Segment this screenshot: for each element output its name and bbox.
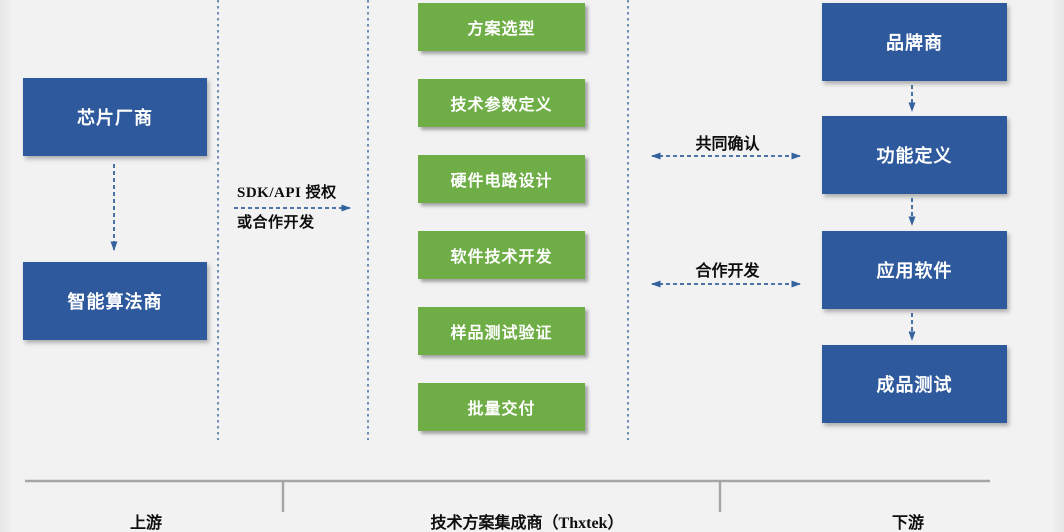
box-finished-product-test: 成品测试 bbox=[822, 345, 1007, 423]
box-technical-parameters: 技术参数定义 bbox=[418, 79, 585, 127]
axis-label-upstream: 上游 bbox=[129, 515, 162, 532]
sdk-api-label-line1: SDK/API 授权 bbox=[237, 185, 337, 201]
box-algorithm-vendor: 智能算法商 bbox=[23, 262, 207, 340]
box-hardware-circuit-design: 硬件电路设计 bbox=[418, 155, 585, 203]
box-sample-testing: 样品测试验证 bbox=[418, 307, 585, 355]
box-volume-delivery: 批量交付 bbox=[418, 383, 585, 431]
box-chip-vendor: 芯片厂商 bbox=[23, 78, 207, 156]
box-software-development: 软件技术开发 bbox=[418, 231, 585, 279]
co-develop-label: 合作开发 bbox=[695, 263, 760, 280]
box-brand-owner: 品牌商 bbox=[822, 3, 1007, 81]
joint-confirm-label: 共同确认 bbox=[695, 136, 760, 153]
axis-label-integrator: 技术方案集成商（Thxtek） bbox=[430, 515, 624, 532]
box-application-software: 应用软件 bbox=[822, 231, 1007, 309]
box-function-definition: 功能定义 bbox=[822, 116, 1007, 194]
axis-label-downstream: 下游 bbox=[891, 515, 924, 532]
sdk-api-label-line2: 或合作开发 bbox=[237, 215, 315, 231]
box-solution-selection: 方案选型 bbox=[418, 3, 585, 51]
